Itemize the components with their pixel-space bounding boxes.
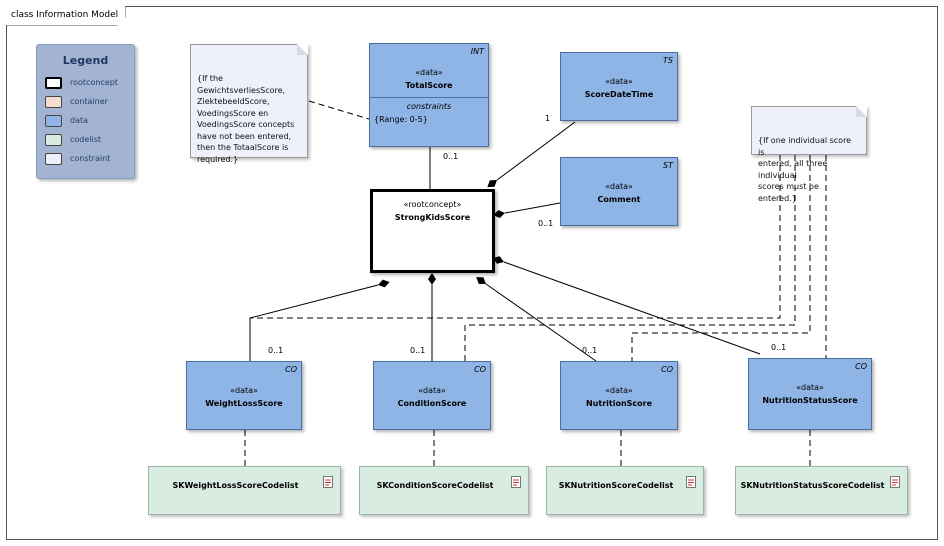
constraint-note-left[interactable]: {If the GewichtsverliesScore, Ziektebeel…: [190, 44, 308, 164]
note-right-anchor-1: [249, 155, 781, 361]
class-name: NutritionScore: [585, 399, 653, 408]
codelist-icon: [511, 476, 521, 488]
legend-swatch: [45, 134, 62, 146]
codelist-name: SKNutritionScoreCodelist: [558, 481, 674, 490]
type-tag: TS: [663, 56, 673, 65]
constraints-header: constraints: [406, 102, 452, 111]
class-strong-kids-score[interactable]: «rootconcept» StrongKidsScore: [370, 189, 495, 273]
frame-label: class Information Model: [6, 6, 125, 25]
compartment-divider: [370, 97, 488, 98]
multiplicity-nutrition: 0..1: [582, 346, 598, 355]
codelist-condition[interactable]: SKConditionScoreCodelist: [359, 466, 529, 515]
assoc-nutrition: [476, 277, 597, 362]
class-name: WeightLossScore: [205, 399, 283, 408]
multiplicity-condition: 0..1: [410, 346, 426, 355]
class-nutrition-score[interactable]: CO «data» NutritionScore: [560, 361, 678, 430]
class-name: TotalScore: [405, 81, 453, 90]
stereotype-label: «data»: [796, 383, 824, 392]
legend-panel: Legend rootconcept container data codeli…: [36, 44, 135, 179]
class-total-score[interactable]: INT «data» TotalScore constraints {Range…: [369, 43, 489, 147]
class-condition-score[interactable]: CO «data» ConditionScore: [373, 361, 491, 430]
type-tag: CO: [855, 362, 867, 371]
codelist-icon: [686, 476, 696, 488]
stereotype-label: «data»: [605, 386, 633, 395]
stereotype-label: «data»: [230, 386, 258, 395]
stereotype-label: «data»: [605, 77, 633, 86]
multiplicity-comment: 0..1: [538, 219, 554, 228]
codelist-icon: [323, 476, 333, 488]
class-score-date-time[interactable]: TS «data» ScoreDateTime: [560, 52, 678, 121]
legend-swatch: [45, 115, 62, 127]
stereotype-label: «data»: [605, 182, 633, 191]
note-left-anchor: [308, 100, 370, 120]
codelist-nutrition[interactable]: SKNutritionScoreCodelist: [546, 466, 704, 515]
legend-swatch: [45, 153, 62, 165]
class-name: ScoreDateTime: [584, 90, 654, 99]
legend-label: data: [70, 116, 89, 125]
note-fold: [856, 106, 867, 117]
legend-swatch: [45, 77, 62, 89]
note-text: {If one individual score is entered, all…: [758, 136, 852, 203]
legend-label: rootconcept: [70, 78, 118, 87]
legend-title: Legend: [62, 54, 109, 67]
class-name: StrongKidsScore: [394, 213, 471, 222]
class-comment[interactable]: ST «data» Comment: [560, 157, 678, 226]
codelist-icon: [890, 476, 900, 488]
note-right-anchor-2: [464, 155, 796, 361]
class-name: Comment: [597, 195, 641, 204]
codelist-weight-loss[interactable]: SKWeightLossScoreCodelist: [148, 466, 341, 515]
type-tag: CO: [661, 365, 673, 374]
legend-swatch: [45, 96, 62, 108]
codelist-name: SKNutritionStatusScoreCodelist: [740, 481, 885, 490]
multiplicity-nutrition-status: 0..1: [771, 343, 787, 352]
stereotype-label: «data»: [415, 68, 443, 77]
multiplicity-weight-loss: 0..1: [268, 346, 284, 355]
assoc-nutrition-status: [492, 256, 761, 355]
type-tag: CO: [285, 365, 297, 374]
assoc-comment: [493, 202, 561, 219]
legend-label: constraint: [70, 154, 111, 163]
legend-label: codelist: [70, 135, 102, 144]
note-fold: [297, 44, 308, 55]
stereotype-label: «data»: [418, 386, 446, 395]
note-right-anchor-3: [631, 155, 811, 361]
type-tag: INT: [470, 47, 484, 56]
multiplicity-score-date-time: 1: [545, 114, 551, 123]
class-nutrition-status-score[interactable]: CO «data» NutritionStatusScore: [748, 358, 872, 430]
class-weight-loss-score[interactable]: CO «data» WeightLossScore: [186, 361, 302, 430]
codelist-name: SKConditionScoreCodelist: [376, 481, 494, 490]
note-text: {If the GewichtsverliesScore, Ziektebeel…: [197, 74, 295, 164]
stereotype-label: «rootconcept»: [403, 200, 462, 209]
constraint-note-right[interactable]: {If one individual score is entered, all…: [751, 106, 867, 203]
codelist-name: SKWeightLossScoreCodelist: [172, 481, 299, 490]
assoc-score-date-time: [487, 121, 576, 188]
codelist-nutrition-status[interactable]: SKNutritionStatusScoreCodelist: [735, 466, 908, 515]
assoc-weight-loss-diag: [249, 279, 390, 319]
class-name: ConditionScore: [397, 399, 467, 408]
type-tag: CO: [474, 365, 486, 374]
constraint-text: {Range: 0-5}: [374, 115, 428, 124]
type-tag: ST: [663, 161, 673, 170]
class-name: NutritionStatusScore: [762, 396, 858, 405]
legend-label: container: [70, 97, 108, 106]
multiplicity-total-score: 0..1: [443, 152, 459, 161]
